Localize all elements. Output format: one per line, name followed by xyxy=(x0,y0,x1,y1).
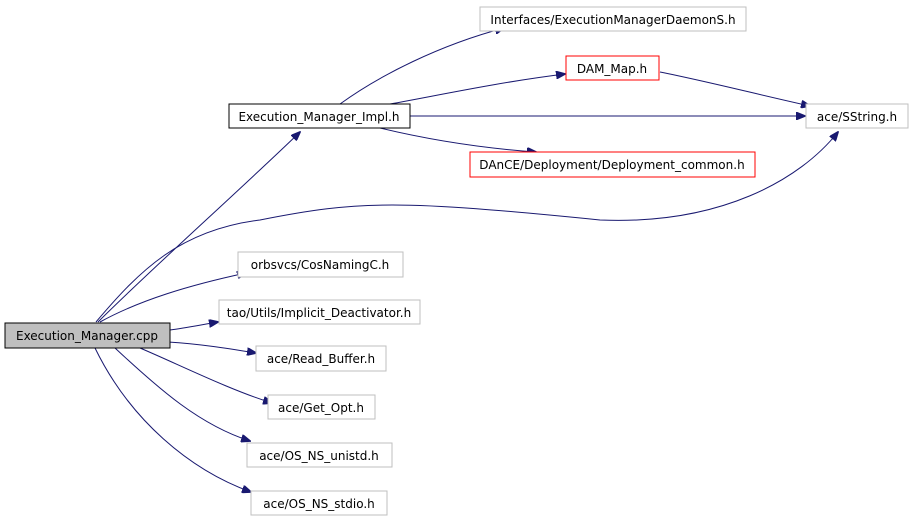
node-label: orbsvcs/CosNamingC.h xyxy=(251,258,390,272)
edge-impl-to-deployment-common xyxy=(379,127,536,152)
node-label: tao/Utils/Implicit_Deactivator.h xyxy=(227,306,411,320)
node-ace-sstring-h[interactable]: ace/SString.h xyxy=(805,103,909,129)
node-label: DAM_Map.h xyxy=(577,62,647,76)
node-tao-implicit-deactivator-h[interactable]: tao/Utils/Implicit_Deactivator.h xyxy=(218,299,421,325)
edge-dam-map-to-sstring xyxy=(659,71,810,106)
node-box xyxy=(469,151,756,178)
node-interfaces-daemon-s-h[interactable]: Interfaces/ExecutionManagerDaemonS.h xyxy=(479,6,747,32)
edge-cpp-to-unistd xyxy=(114,347,250,441)
edge-impl-to-dam-map xyxy=(389,74,565,105)
edge-cpp-to-read-buffer xyxy=(167,341,256,353)
node-box xyxy=(479,6,747,32)
node-orbsvcs-cosnamingc-h[interactable]: orbsvcs/CosNamingC.h xyxy=(237,251,404,278)
node-box xyxy=(4,322,171,349)
node-dance-deployment-common-h[interactable]: DAnCE/Deployment/Deployment_common.h xyxy=(469,151,756,178)
node-execution-manager-impl-h[interactable]: Execution_Manager_Impl.h xyxy=(228,103,411,129)
node-label: ace/OS_NS_unistd.h xyxy=(259,449,379,463)
node-ace-os-ns-unistd-h[interactable]: ace/OS_NS_unistd.h xyxy=(246,442,393,468)
node-execution-manager-cpp[interactable]: Execution_Manager.cpp xyxy=(4,322,171,349)
edge-impl-to-daemon xyxy=(339,28,504,105)
node-label: Interfaces/ExecutionManagerDaemonS.h xyxy=(490,13,735,27)
edge-cpp-to-get-opt xyxy=(139,347,272,403)
node-ace-os-ns-stdio-h[interactable]: ace/OS_NS_stdio.h xyxy=(250,490,388,516)
node-dam-map-h[interactable]: DAM_Map.h xyxy=(565,55,660,81)
node-label: ace/Get_Opt.h xyxy=(278,401,364,415)
edge-cpp-to-cosnamingc xyxy=(99,273,246,323)
node-box xyxy=(218,299,421,325)
edge-cpp-to-impl xyxy=(97,132,300,323)
node-label: Execution_Manager_Impl.h xyxy=(238,110,399,124)
node-box xyxy=(250,490,388,516)
node-label: DAnCE/Deployment/Deployment_common.h xyxy=(479,158,744,172)
node-label: Execution_Manager.cpp xyxy=(16,329,158,343)
edges xyxy=(94,28,838,492)
node-box xyxy=(237,251,404,278)
node-box xyxy=(228,103,411,129)
edge-cpp-to-deactivator xyxy=(169,322,218,331)
node-label: ace/Read_Buffer.h xyxy=(267,352,375,366)
node-box xyxy=(255,345,387,372)
edge-cpp-to-sstring xyxy=(95,132,838,323)
node-ace-get-opt-h[interactable]: ace/Get_Opt.h xyxy=(267,394,376,420)
node-label: ace/SString.h xyxy=(817,110,897,124)
node-box xyxy=(805,103,909,129)
node-box xyxy=(565,55,660,81)
node-label: ace/OS_NS_stdio.h xyxy=(263,497,375,511)
node-ace-read-buffer-h[interactable]: ace/Read_Buffer.h xyxy=(255,345,387,372)
node-box xyxy=(267,394,376,420)
node-box xyxy=(246,442,393,468)
edge-cpp-to-stdio xyxy=(94,347,251,492)
